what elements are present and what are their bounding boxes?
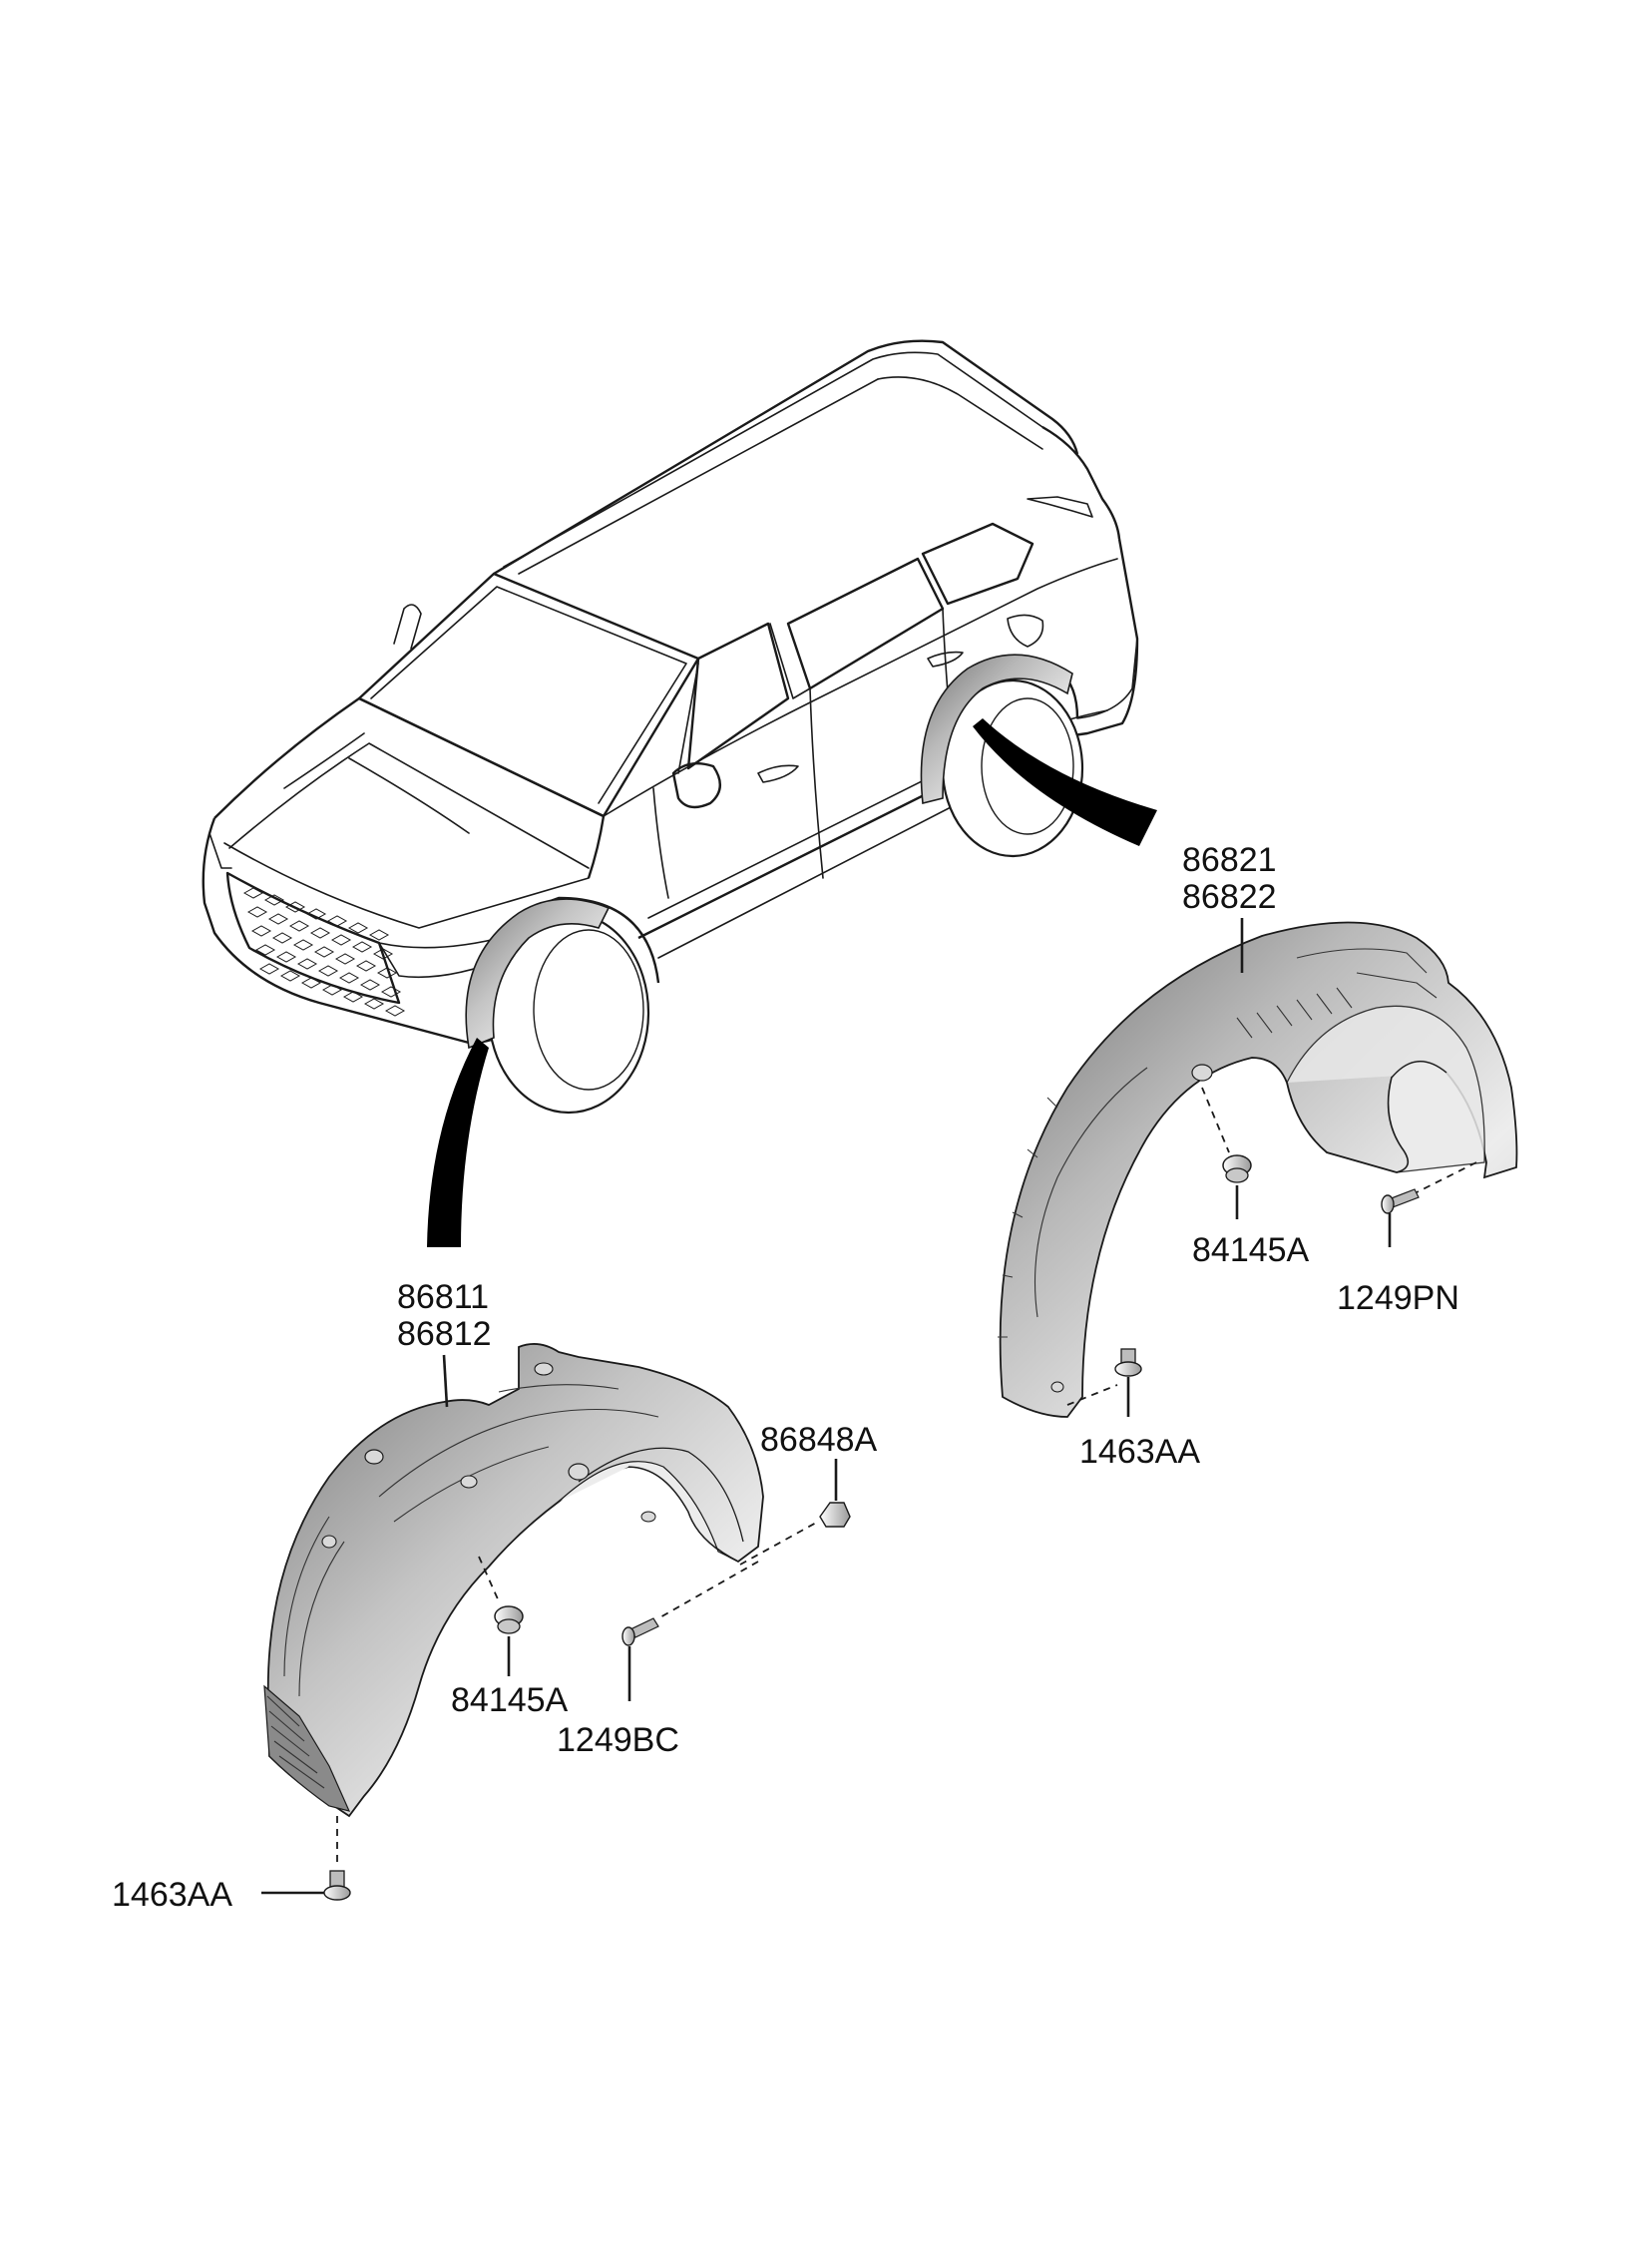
- label-86822: 86822: [1182, 878, 1277, 916]
- grille-cell: [384, 1005, 406, 1017]
- grille-cell: [284, 901, 306, 913]
- rear-wheel-guard-liner: [998, 921, 1518, 1418]
- rear-liner-pointer: [973, 718, 1157, 846]
- grille-cell: [305, 908, 327, 920]
- grille-cell: [359, 979, 381, 991]
- label-rear-1463AA: 1463AA: [1079, 1433, 1200, 1471]
- grille-cell: [347, 922, 369, 934]
- grille-cell: [275, 951, 297, 963]
- grille-cell: [376, 967, 398, 979]
- grille-cell: [338, 972, 360, 984]
- label-1249BC: 1249BC: [557, 1721, 679, 1759]
- front-liner-top-clip: [739, 1459, 851, 1566]
- grille-cell: [313, 946, 335, 958]
- grille-cell: [279, 970, 301, 982]
- grille-cell: [368, 929, 390, 941]
- grille-cell: [321, 984, 343, 996]
- label-front-1463AA: 1463AA: [112, 1876, 232, 1914]
- grille-cell: [250, 925, 272, 937]
- grille-cell: [342, 991, 364, 1003]
- grille-cell: [326, 915, 348, 927]
- grille-cell: [380, 986, 402, 998]
- grille-cell: [258, 963, 280, 975]
- label-1249PN: 1249PN: [1337, 1279, 1459, 1317]
- grille-mesh: [242, 887, 406, 1017]
- rear-liner-clip: [1066, 1348, 1142, 1417]
- label-86848A: 86848A: [760, 1421, 878, 1459]
- front-wheel-guard-liner: [263, 1343, 764, 1818]
- front-liner-screw: [621, 1561, 759, 1701]
- grille-cell: [254, 944, 276, 956]
- grille-cell: [351, 941, 373, 953]
- grille-cell: [246, 906, 268, 918]
- front-liner-pointer: [427, 1038, 489, 1247]
- grille-cell: [267, 913, 289, 925]
- label-front-84145A: 84145A: [451, 1681, 569, 1719]
- label-86812: 86812: [397, 1315, 492, 1353]
- grille-cell: [317, 965, 339, 977]
- grille-cell: [363, 998, 385, 1010]
- grille-cell: [330, 934, 352, 946]
- grille-cell: [263, 894, 285, 906]
- grille-cell: [334, 953, 356, 965]
- suv-vehicle-illustration: [202, 339, 1139, 1115]
- rear-liner-nut: [1201, 1087, 1252, 1219]
- grille-cell: [372, 948, 394, 960]
- grille-cell: [292, 939, 314, 951]
- front-liner-nut: [478, 1556, 524, 1676]
- grille-cell: [309, 927, 331, 939]
- grille-cell: [300, 977, 322, 989]
- grille-cell: [271, 932, 293, 944]
- label-86821: 86821: [1182, 841, 1277, 879]
- grille-cell: [355, 960, 377, 972]
- label-rear-84145A: 84145A: [1192, 1231, 1310, 1269]
- grille-cell: [288, 920, 310, 932]
- label-86811: 86811: [397, 1278, 489, 1316]
- front-liner-bottom-clip: [261, 1816, 351, 1901]
- grille-cell: [242, 887, 264, 899]
- grille-cell: [296, 958, 318, 970]
- rear-liner-screw: [1381, 1161, 1477, 1247]
